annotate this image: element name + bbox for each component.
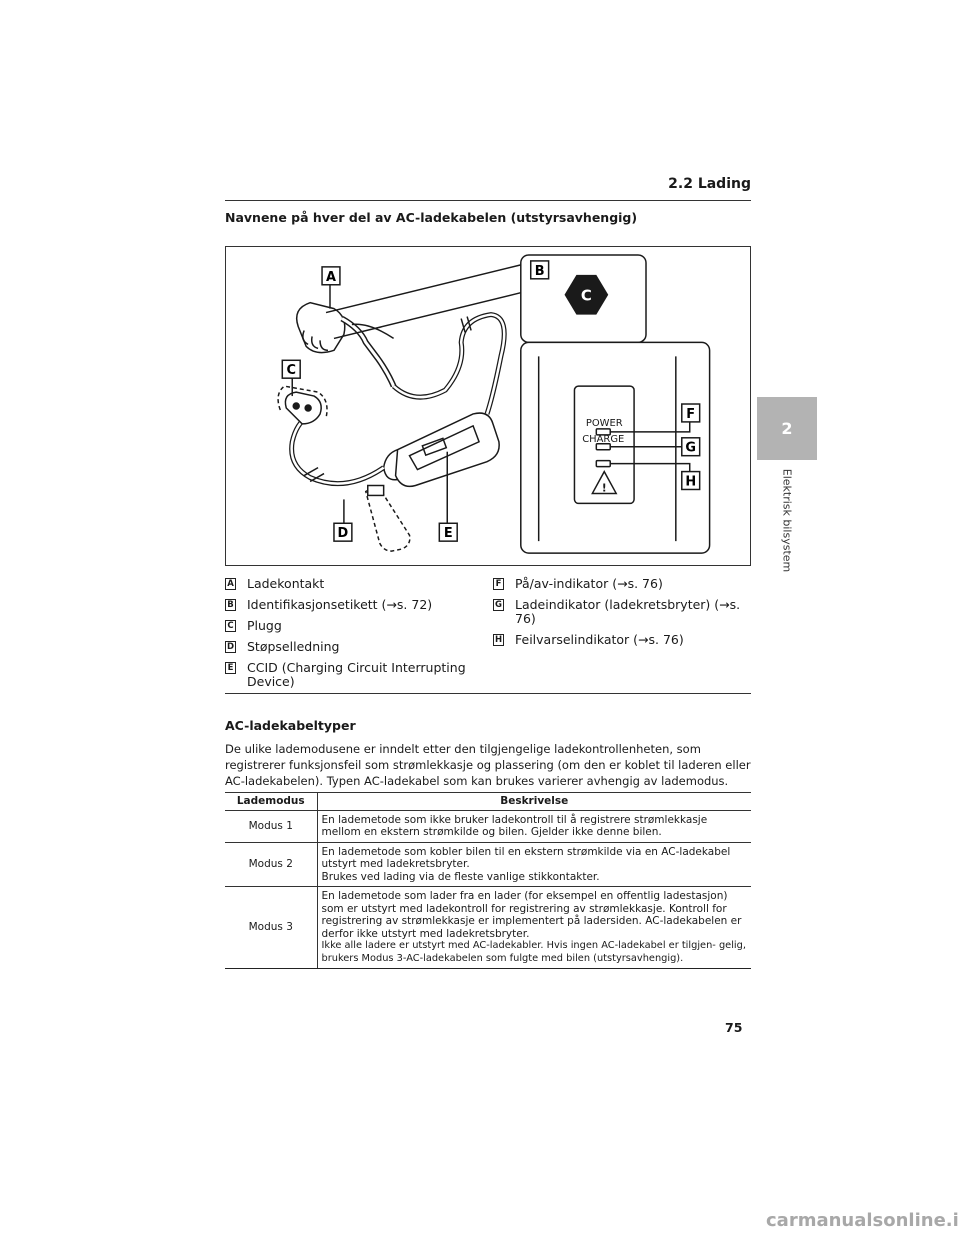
legend-text: Feilvarselindikator (→s. 76): [515, 632, 684, 647]
desc-line: En lademetode som ikke bruker ladekontro…: [321, 813, 708, 839]
types-heading: AC-ladekabeltyper: [225, 718, 356, 733]
legend-item: H Feilvarselindikator (→s. 76): [493, 633, 751, 647]
legend-text: Ladekontakt: [247, 576, 325, 591]
section-title: 2.2 Lading: [668, 176, 751, 192]
legend-item: C Plugg: [225, 619, 485, 633]
mode-cell: Modus 3: [225, 886, 318, 969]
types-intro: De ulike lademodusene er inndelt etter d…: [225, 742, 751, 788]
legend-right: F På/av-indikator (→s. 76) G Ladeindikat…: [493, 577, 751, 654]
desc-line: Brukes ved lading via de fleste vanlige …: [321, 870, 600, 883]
col-header-desc: Beskrivelse: [317, 792, 751, 811]
legend-badge: D: [225, 641, 236, 653]
legend-text: Plugg: [247, 618, 282, 633]
modes-table: Lademodus Beskrivelse Modus 1 En lademet…: [225, 792, 751, 969]
chapter-number: 2: [781, 419, 793, 438]
label-c-hex: C: [581, 287, 592, 305]
legend-badge: C: [225, 620, 236, 632]
legend-badge: E: [225, 662, 236, 674]
legend-text: Støpselledning: [247, 639, 340, 654]
charge-text: CHARGE: [582, 434, 624, 445]
legend-item: F På/av-indikator (→s. 76): [493, 577, 751, 591]
desc-cell: En lademetode som lader fra en lader (fo…: [317, 886, 751, 969]
power-text: POWER: [586, 418, 623, 429]
table-row: Modus 1 En lademetode som ikke bruker la…: [225, 810, 751, 843]
legend-item: A Ladekontakt: [225, 577, 485, 591]
label-b: B: [535, 264, 545, 279]
label-h: H: [685, 475, 696, 490]
table-row: Modus 2 En lademetode som kobler bilen t…: [225, 842, 751, 887]
legend-text: Identifikasjonsetikett (→s. 72): [247, 597, 433, 612]
legend-item: D Støpselledning: [225, 640, 485, 654]
table-header-row: Lademodus Beskrivelse: [225, 792, 751, 811]
label-d: D: [338, 526, 349, 541]
legend-badge: H: [493, 634, 504, 646]
legend-item: B Identifikasjonsetikett (→s. 72): [225, 598, 485, 612]
legend-badge: A: [225, 578, 236, 590]
desc-cell: En lademetode som ikke bruker ladekontro…: [317, 810, 751, 843]
table-row: Modus 3 En lademetode som lader fra en l…: [225, 886, 751, 969]
legend-text: På/av-indikator (→s. 76): [515, 576, 663, 591]
page-number: 75: [725, 1020, 743, 1035]
ccid-box-drawing: [382, 412, 500, 488]
col-header-mode: Lademodus: [225, 792, 318, 811]
legend-left: A Ladekontakt B Identifikasjonsetikett (…: [225, 577, 485, 696]
desc-note: Ikke alle ladere er utstyrt med AC-ladek…: [321, 940, 746, 964]
cable-figure: A B C C D E F G H POWER CHARGE !: [225, 246, 751, 566]
label-f: F: [686, 407, 695, 422]
divider: [225, 693, 751, 694]
warning-icon: !: [602, 481, 607, 494]
chapter-side-label: Elektrisk bilsystem: [777, 465, 797, 575]
plug-drawing: [277, 385, 328, 425]
desc-line: En lademetode som kobler bilen til en ek…: [321, 845, 731, 871]
label-e: E: [444, 526, 453, 541]
legend-item: E CCID (Charging Circuit Interrupting De…: [225, 661, 485, 689]
chapter-tab: 2: [757, 397, 817, 460]
page-title: Navnene på hver del av AC-ladekabelen (u…: [225, 210, 638, 225]
mode-cell: Modus 2: [225, 842, 318, 887]
legend-badge: B: [225, 599, 236, 611]
legend-text: Ladeindikator (ladekretsbryter) (→s. 76): [515, 597, 741, 626]
section-header: 2.2 Lading: [225, 176, 751, 201]
desc-line: En lademetode som lader fra en lader (fo…: [321, 890, 742, 940]
hexagon-label-c: [564, 274, 609, 315]
legend-badge: G: [493, 599, 504, 611]
label-c: C: [286, 363, 295, 378]
watermark-text: carmanualsonline.info: [766, 1210, 960, 1231]
legend-text: CCID (Charging Circuit Interrupting Devi…: [247, 660, 466, 689]
legend-badge: F: [493, 578, 504, 590]
label-a: A: [326, 270, 336, 285]
legend-item: G Ladeindikator (ladekretsbryter) (→s. 7…: [493, 598, 751, 626]
chapter-title: Elektrisk bilsystem: [780, 468, 794, 572]
charging-connector-drawing: [295, 301, 397, 388]
desc-cell: En lademetode som kobler bilen til en ek…: [317, 842, 751, 887]
label-g: G: [685, 441, 696, 456]
mode-cell: Modus 1: [225, 810, 318, 843]
cable-illustration: A B C C D E F G H POWER CHARGE !: [277, 254, 711, 554]
